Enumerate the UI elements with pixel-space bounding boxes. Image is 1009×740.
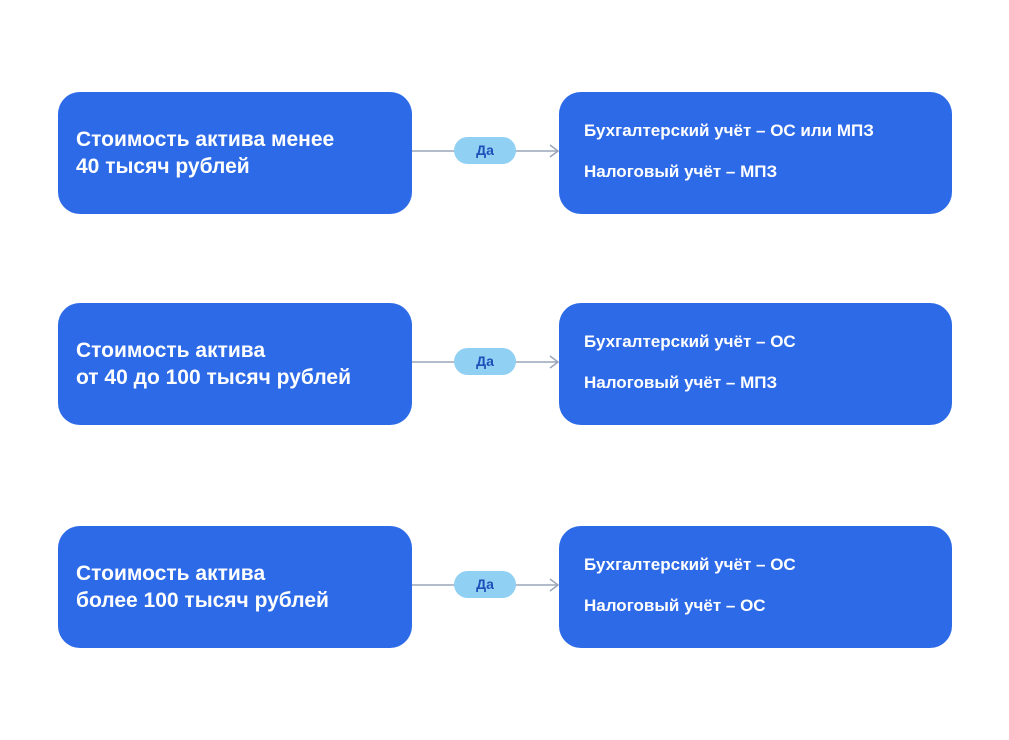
condition-line-2: 40 тысяч рублей <box>76 155 250 178</box>
condition-line-2: более 100 тысяч рублей <box>76 589 329 612</box>
edge-label-badge: Да <box>454 348 516 375</box>
edge-label-badge: Да <box>454 571 516 598</box>
accounting-result: Бухгалтерский учёт – ОС или МПЗ <box>584 121 874 140</box>
accounting-result: Бухгалтерский учёт – ОС <box>584 332 796 351</box>
condition-box: Стоимость актива более 100 тысяч рублей <box>58 526 412 648</box>
accounting-result: Бухгалтерский учёт – ОС <box>584 555 796 574</box>
condition-box: Стоимость актива менее 40 тысяч рублей <box>58 92 412 214</box>
tax-result: Налоговый учёт – МПЗ <box>584 373 778 392</box>
tax-result: Налоговый учёт – ОС <box>584 596 766 615</box>
edge-label-badge: Да <box>454 137 516 164</box>
tax-result: Налоговый учёт – МПЗ <box>584 162 778 181</box>
condition-line-2: от 40 до 100 тысяч рублей <box>76 366 351 389</box>
flow-row: Стоимость актива более 100 тысяч рублей … <box>0 526 1009 648</box>
flow-row: Стоимость актива от 40 до 100 тысяч рубл… <box>0 303 1009 425</box>
condition-line-1: Стоимость актива <box>76 562 266 585</box>
condition-box: Стоимость актива от 40 до 100 тысяч рубл… <box>58 303 412 425</box>
flow-row: Стоимость актива менее 40 тысяч рублей Д… <box>0 92 1009 214</box>
condition-line-1: Стоимость актива <box>76 339 266 362</box>
condition-line-1: Стоимость актива менее <box>76 128 335 151</box>
result-box: Бухгалтерский учёт – ОС Налоговый учёт –… <box>559 303 952 425</box>
result-box: Бухгалтерский учёт – ОС или МПЗ Налоговы… <box>559 92 952 214</box>
result-box: Бухгалтерский учёт – ОС Налоговый учёт –… <box>559 526 952 648</box>
